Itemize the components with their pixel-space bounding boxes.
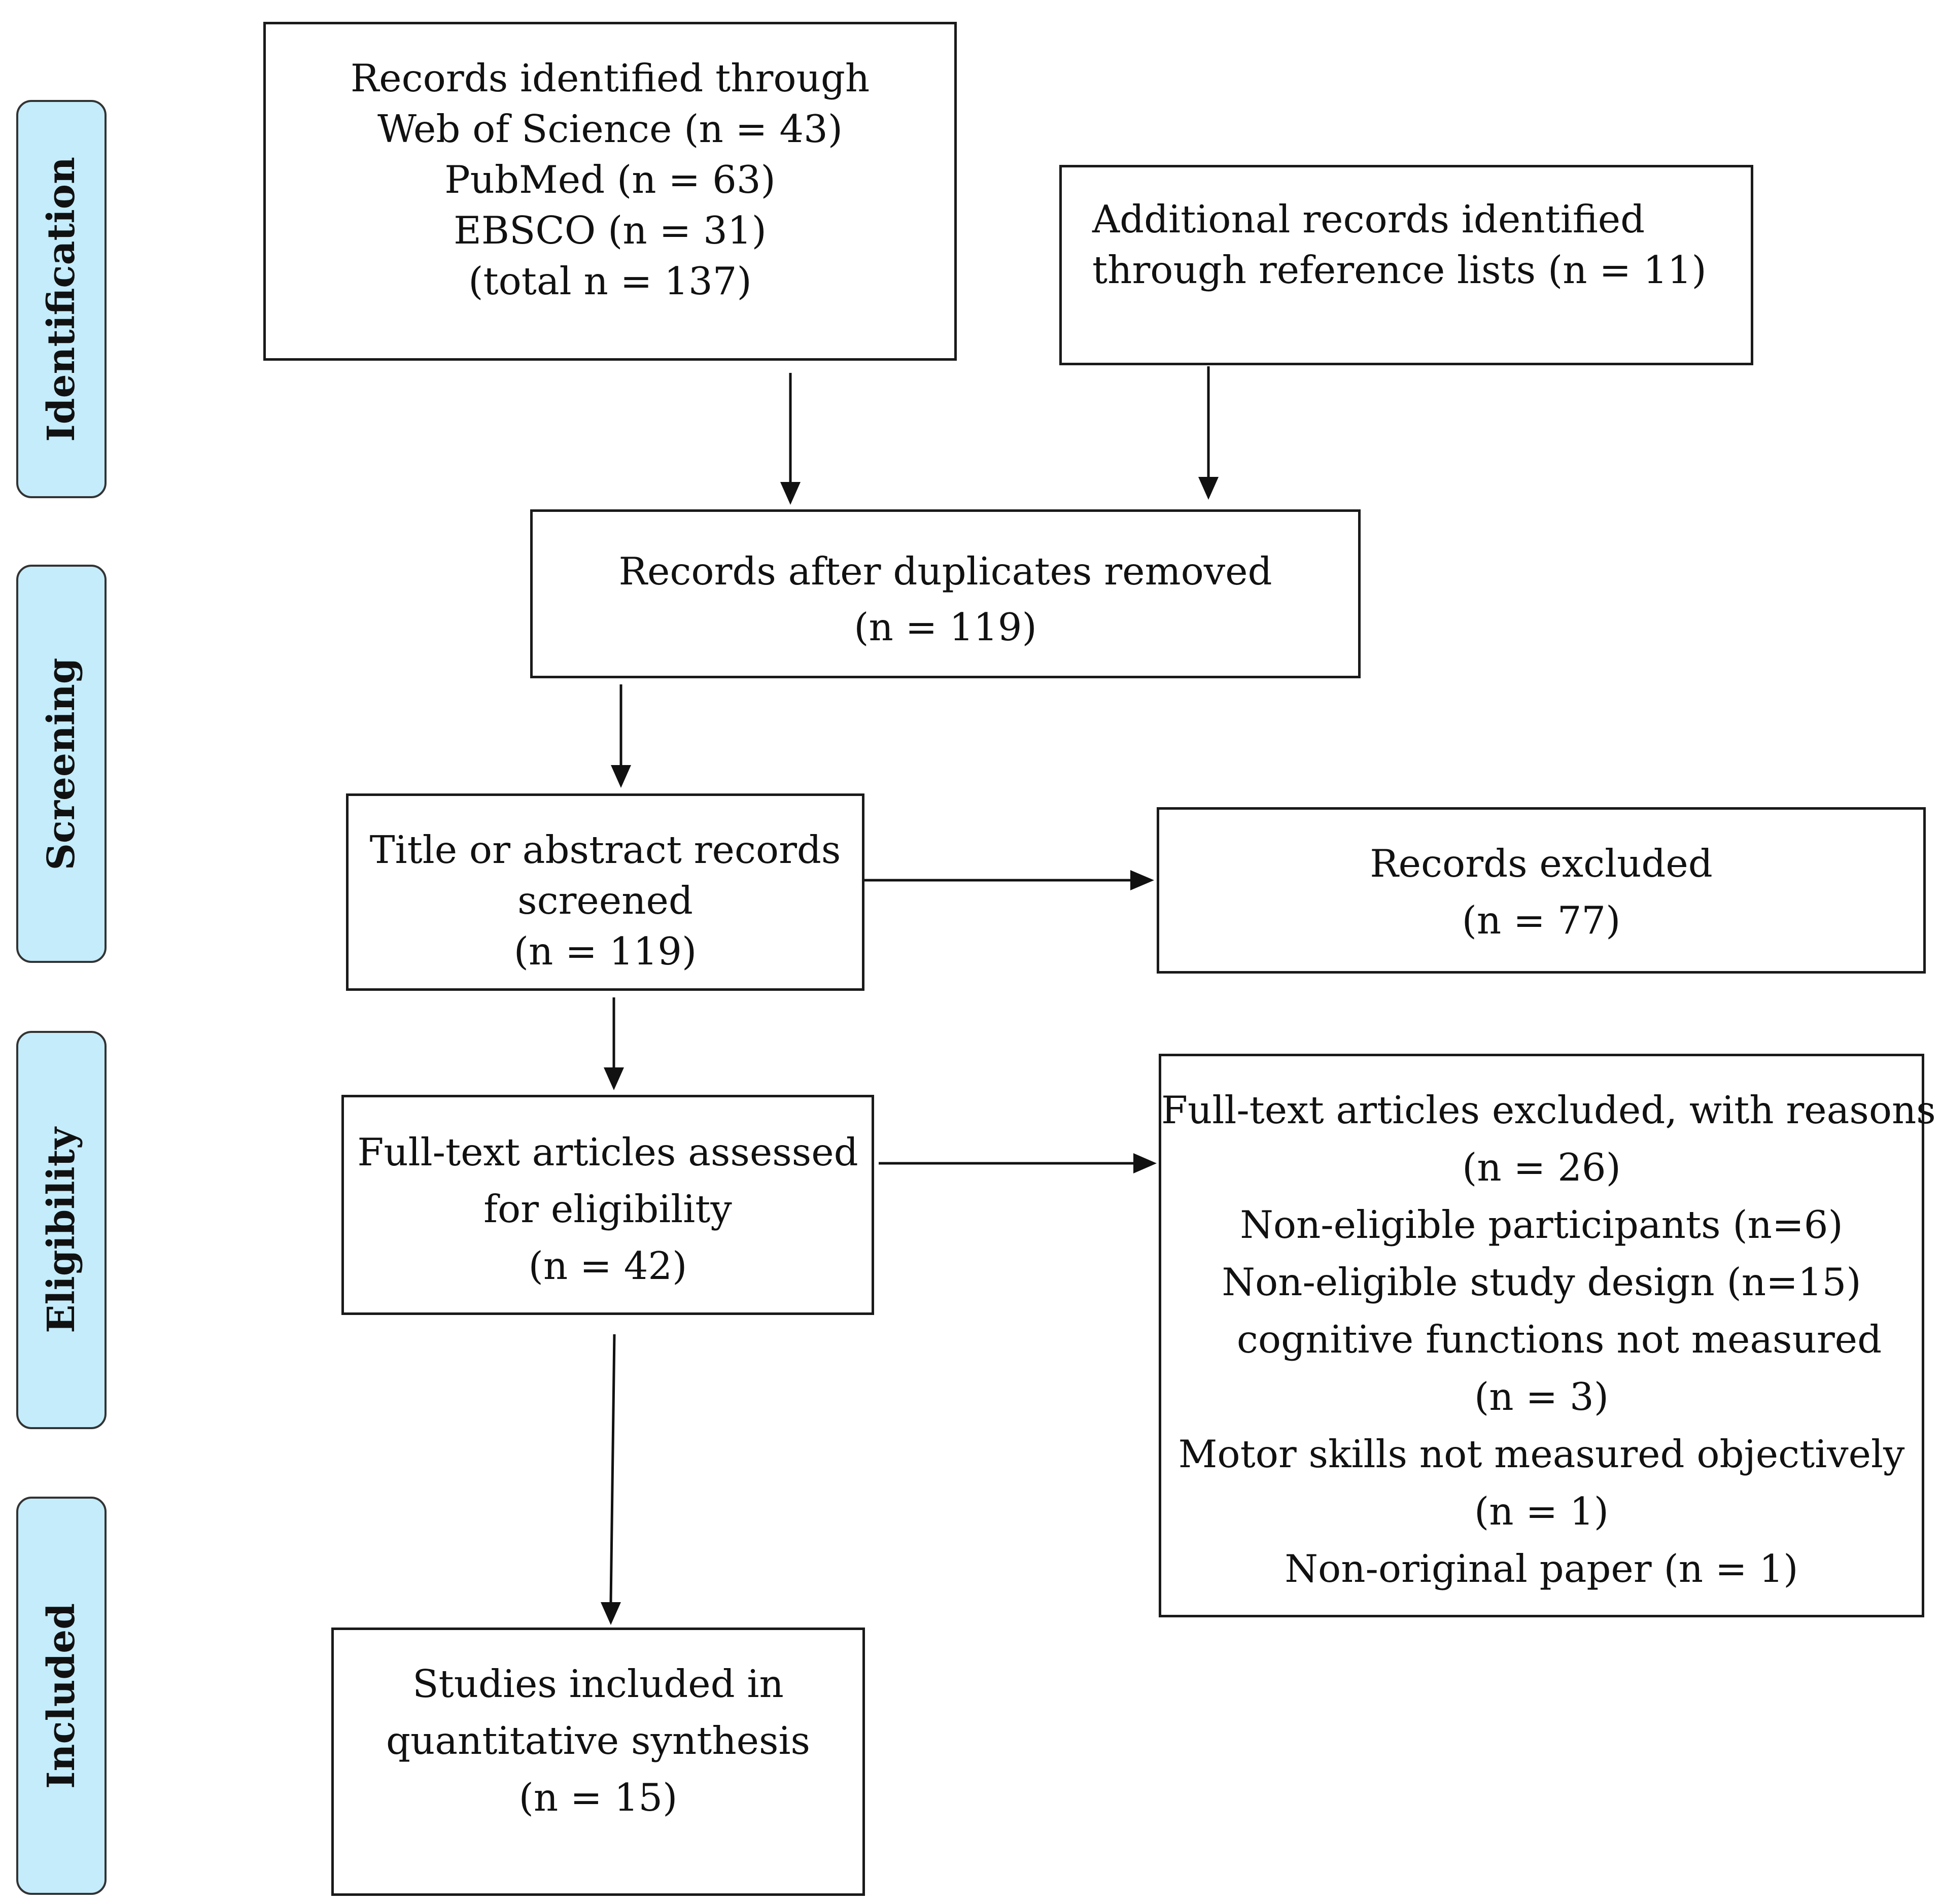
fulltext-excluded-line: (n = 1) xyxy=(1474,1489,1609,1534)
phase-screening: Screening xyxy=(16,565,107,963)
phase-identification: Identification xyxy=(16,100,107,498)
fulltext-excluded-line: Non-original paper (n = 1) xyxy=(1285,1546,1798,1591)
phase-included: Included xyxy=(16,1497,107,1895)
included-line: quantitative synthesis xyxy=(386,1718,810,1763)
database-records-line: EBSCO (n = 31) xyxy=(454,208,767,253)
fulltext-assessed-line: for eligibility xyxy=(483,1187,732,1231)
database-records-line: Records identified through xyxy=(350,56,870,100)
arrowhead-additional-to-duplicates xyxy=(1198,477,1219,500)
after-duplicates-line: Records after duplicates removed xyxy=(618,549,1272,594)
fulltext-excluded-line: Non-eligible study design (n=15) xyxy=(1222,1260,1861,1304)
after-duplicates-box: Records after duplicates removed (n = 11… xyxy=(530,509,1361,678)
database-records-line: Web of Science (n = 43) xyxy=(377,107,843,151)
fulltext-excluded-line: cognitive functions not measured xyxy=(1236,1317,1882,1362)
phase-eligibility: Eligibility xyxy=(16,1031,107,1429)
phase-included-label: Included xyxy=(40,1603,83,1789)
records-excluded-line: (n = 77) xyxy=(1462,898,1621,943)
arrowhead-screened-to-fulltext xyxy=(604,1067,624,1090)
fulltext-assessed-box: Full-text articles assessed for eligibil… xyxy=(341,1095,874,1315)
included-box: Studies included in quantitative synthes… xyxy=(331,1628,865,1896)
screened-line: Title or abstract records xyxy=(369,827,841,872)
included-line: (n = 15) xyxy=(518,1775,678,1820)
screened-box: Title or abstract records screened (n = … xyxy=(346,793,864,991)
database-records-box: Records identified through Web of Scienc… xyxy=(263,22,957,361)
fulltext-assessed-line: Full-text articles assessed xyxy=(357,1130,858,1174)
fulltext-excluded-line: Motor skills not measured objectively xyxy=(1178,1432,1905,1476)
included-line: Studies included in xyxy=(412,1661,784,1706)
fulltext-excluded-line: (n = 26) xyxy=(1462,1145,1621,1190)
records-excluded-box: Records excluded (n = 77) xyxy=(1157,807,1926,974)
after-duplicates-line: (n = 119) xyxy=(854,605,1037,649)
fulltext-excluded-line: Non-eligible participants (n=6) xyxy=(1240,1202,1843,1247)
arrowhead-fulltext-to-included xyxy=(601,1602,621,1625)
fulltext-excluded-box: Full-text articles excluded, with reason… xyxy=(1159,1054,1936,1617)
screened-line: screened xyxy=(517,878,693,923)
additional-records-line: Additional records identified xyxy=(1092,197,1645,241)
arrow-fulltext-to-included xyxy=(609,1334,616,1603)
fulltext-assessed-line: (n = 42) xyxy=(528,1243,687,1288)
fulltext-excluded-line: (n = 3) xyxy=(1474,1374,1609,1419)
fulltext-excluded-line: Full-text articles excluded, with reason… xyxy=(1161,1088,1936,1132)
database-records-line: (total n = 137) xyxy=(468,259,752,303)
arrowhead-database-to-duplicates xyxy=(780,482,801,505)
database-records-line: PubMed (n = 63) xyxy=(444,157,776,202)
phase-identification-label: Identification xyxy=(40,156,83,442)
records-excluded-line: Records excluded xyxy=(1370,841,1713,886)
arrowhead-duplicates-to-screened xyxy=(611,765,631,788)
phase-screening-label: Screening xyxy=(40,657,83,871)
additional-records-box: Additional records identified through re… xyxy=(1059,165,1753,365)
arrowhead-screened-to-excluded xyxy=(1130,870,1154,890)
phase-eligibility-label: Eligibility xyxy=(40,1127,83,1333)
arrowhead-fulltext-to-excluded xyxy=(1133,1153,1157,1173)
additional-records-line: through reference lists (n = 11) xyxy=(1092,248,1707,292)
screened-line: (n = 119) xyxy=(513,929,697,974)
